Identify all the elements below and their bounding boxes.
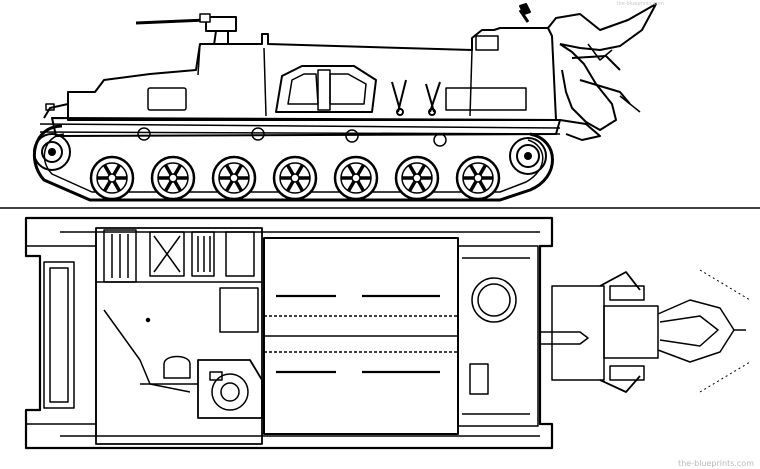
- track-upper: [39, 123, 561, 135]
- plough-frame-top: [539, 271, 746, 393]
- machine-gun: [135, 13, 237, 46]
- rear-stowage-box: [445, 87, 527, 111]
- headlight: [45, 103, 55, 111]
- plough-sweep-arc: [699, 269, 751, 393]
- road-wheels: [89, 155, 501, 201]
- road-wheel: [455, 155, 501, 201]
- side-view: [0, 3, 760, 209]
- track-loop: [32, 124, 554, 202]
- drive-sprocket: [33, 133, 71, 171]
- front-glacis: [43, 92, 69, 119]
- road-wheel: [394, 155, 440, 201]
- crew-compartment: [95, 227, 263, 445]
- top-storage-boxes: [103, 229, 259, 333]
- road-wheel: [150, 155, 196, 201]
- watermark: the-blueprints.com: [678, 459, 754, 468]
- road-wheel: [211, 155, 257, 201]
- deck-rails: [276, 294, 440, 374]
- side-hatch: [147, 87, 187, 111]
- top-view: [24, 216, 751, 450]
- road-wheel: [89, 155, 135, 201]
- front-fender: [43, 261, 75, 409]
- driver-hatch: [140, 355, 263, 419]
- linkage-line: [103, 309, 191, 393]
- hull-upper: [67, 27, 557, 121]
- idler-wheel: [509, 137, 547, 175]
- road-wheel: [333, 155, 379, 201]
- return-rollers: [137, 127, 447, 147]
- road-wheel: [272, 155, 318, 201]
- deck-tools: [391, 79, 441, 116]
- cab-window-frame: [275, 65, 377, 113]
- top-hull-outline: [24, 216, 554, 450]
- watermark-top: the-blueprints.com: [616, 1, 664, 7]
- mine-plough: [518, 3, 657, 141]
- rear-cupola: [469, 277, 517, 395]
